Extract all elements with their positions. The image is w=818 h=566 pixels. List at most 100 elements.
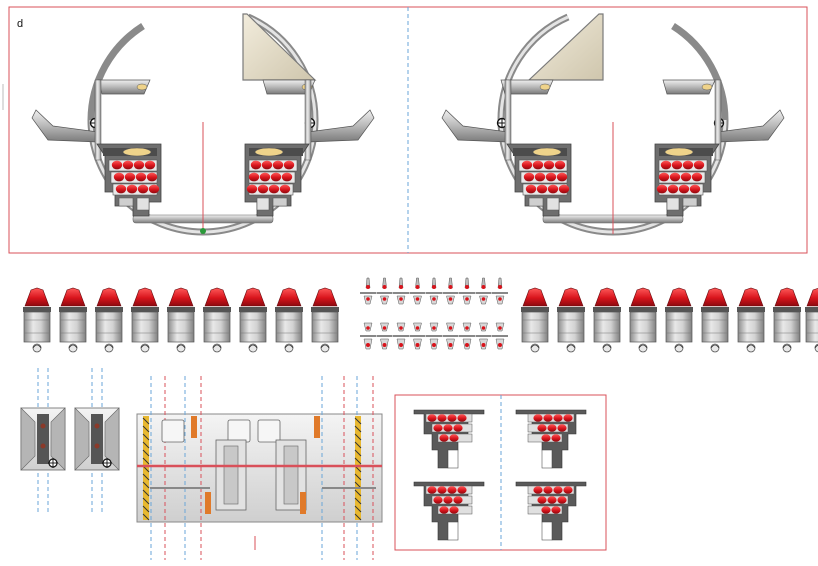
fitting [475,277,492,305]
fitting-dot [382,343,387,347]
bracket-flange [74,407,90,471]
trolley-collar [131,307,159,312]
galley-rail-icon [442,292,459,294]
hazard-strip [143,416,149,520]
cargo-canister [543,160,555,170]
fitting-dot [448,285,453,289]
trolley-row-right [521,287,818,353]
fitting [393,322,409,350]
trolley [557,287,585,353]
fitting [376,322,393,350]
wheel-fork [68,344,78,349]
trolley [95,287,123,353]
hazard-stripe [142,505,150,513]
hazard-stripe [354,425,362,433]
trolley-module-icon [521,311,549,343]
detail-post [447,449,459,469]
trolley [629,287,657,353]
fitting-dot [448,343,453,347]
cargo-canister [122,160,134,170]
cargo-canister [281,172,293,182]
cargo-canister [437,486,447,494]
cargo-canister [457,414,467,422]
hazard-stripe [354,505,362,513]
reading-light [539,83,551,91]
trolley [239,287,267,353]
hazard-stripe [354,513,362,521]
trolley-module-icon [557,311,585,343]
galley-rail-icon [393,292,409,294]
trolley-collar [239,307,267,312]
wheel-fork [566,344,576,349]
cargo-canister [144,160,156,170]
trolley-row-left [23,287,339,353]
cargo-canister [669,172,681,182]
frame-post [94,79,102,161]
fitting-dot [399,285,403,289]
fitting [459,277,475,305]
trolley-module-icon [629,311,657,343]
fitting-dot [481,285,486,289]
cargo-canister [543,414,553,422]
cargo-canister [656,184,668,194]
trolley-module-icon [773,311,801,343]
galley-rail-icon [393,335,409,337]
hazard-stripe [142,473,150,481]
cargo-canister [536,184,548,194]
cargo-canister [433,496,443,504]
cargo-canister [439,506,449,514]
fitting [376,277,393,305]
fitting-dot [366,297,370,301]
fitting-dot [415,326,420,330]
accent-marker [300,492,306,514]
fitting-dot [465,285,469,289]
cargo-canister [563,414,573,422]
cargo-canister [521,160,533,170]
bracket-core [91,414,103,464]
trolley-module-icon [593,311,621,343]
trolley-module-icon [275,311,303,343]
trolley [665,287,693,353]
detail-post [447,521,459,541]
shell-upper-right [671,23,729,121]
cargo-canister [124,172,136,182]
bracket-core [37,414,49,464]
fitting-dot [448,297,453,301]
cargo-canister [541,434,551,442]
fitting-dot [432,285,436,289]
fitting [442,277,459,305]
galley-unit [244,143,310,217]
service-door [257,419,281,443]
cargo-canister [453,496,463,504]
cargo-canister [547,424,557,432]
cargo-canister [250,160,262,170]
wheel-fork [710,344,720,349]
trolley-collar [665,307,693,312]
trolley-collar [629,307,657,312]
cargo-canister [433,424,443,432]
trolley-cone-icon [204,287,230,307]
fitting [360,277,376,305]
fitting-dot [481,343,486,347]
passenger-service-unit [500,79,554,95]
cargo-canister [272,160,284,170]
fitting-dot [465,343,469,347]
galley-rail-icon [492,292,508,294]
trolley-module-icon [665,311,693,343]
trolley-module-icon [805,311,818,343]
cargo-canister [447,414,457,422]
cargo-canister [660,160,672,170]
trolley [593,287,621,353]
detail-post [541,449,553,469]
trolley [203,287,231,353]
fitting-grid [360,277,508,350]
unrolled-galley-panel [136,376,383,560]
hazard-stripe [354,457,362,465]
fitting-dot [481,326,486,330]
cargo-canister [113,172,125,182]
trolley-module-icon [167,311,195,343]
trolley [275,287,303,353]
overhead-bin-door [242,13,317,81]
trolley [805,288,818,353]
cargo-canister [135,172,147,182]
